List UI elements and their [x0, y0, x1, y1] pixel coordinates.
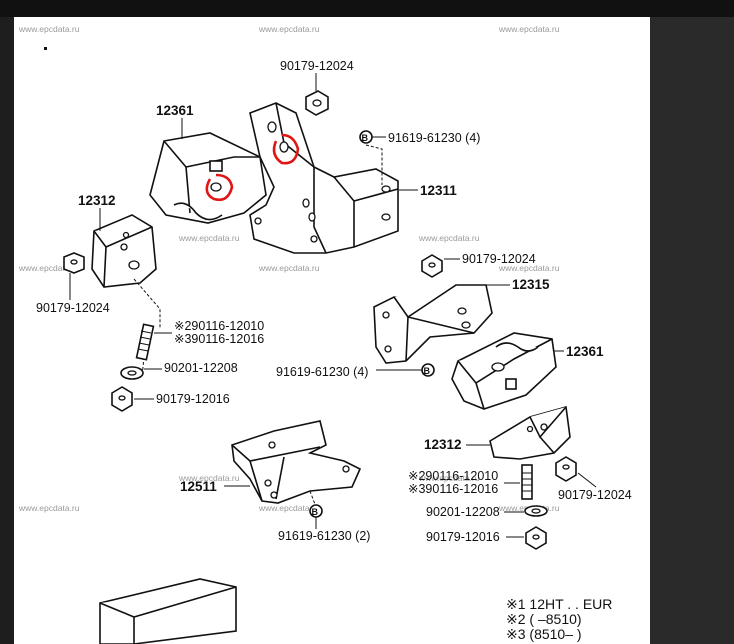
label-washer-left: 90201-12208	[164, 361, 238, 375]
watermark: www.epcdata.ru	[178, 473, 240, 483]
nut-mid-right	[421, 254, 443, 278]
washer-left	[120, 366, 144, 380]
svg-text:B: B	[362, 133, 369, 143]
legend-note-2: ※2 ( –8510)	[506, 611, 582, 627]
stud-right	[521, 464, 533, 500]
bracket-12511	[231, 420, 362, 504]
watermark: www.epcdata.ru	[18, 24, 80, 34]
label-bracket-12311: 12311	[420, 183, 457, 198]
label-bolt-mid: 91619-61230 (4)	[276, 365, 368, 379]
watermark: www.epcdata.ru	[258, 24, 320, 34]
insulator-12312-right	[489, 405, 571, 460]
engine-mount-12361-right	[451, 332, 557, 410]
label-nut-mid-right: 90179-12024	[462, 252, 536, 266]
bolt-marker-mid: B	[421, 363, 435, 377]
label-nut-right: 90179-12024	[558, 488, 632, 502]
label-bolt-bottom: 91619-61230 (2)	[278, 529, 370, 543]
label-mount-12361-right: 12361	[566, 344, 604, 359]
label-nut-right-bottom: 90179-12016	[426, 530, 500, 544]
label-stud-left-3: ※390116-12016	[174, 332, 264, 346]
watermark: www.epcdata.ru	[18, 503, 80, 513]
parts-diagram: www.epcdata.ru www.epcdata.ru www.epcdat…	[18, 24, 632, 644]
nut-top	[305, 90, 329, 116]
label-stud-right-2: ※290116-12010	[408, 469, 498, 483]
legend-note-3: ※3 (8510– )	[506, 626, 582, 642]
label-stud-left-2: ※290116-12010	[174, 319, 264, 333]
watermark: www.epcdata.ru	[498, 263, 560, 273]
label-insulator-12312-right: 12312	[424, 437, 462, 452]
watermark: www.epcdata.ru	[418, 233, 480, 243]
watermark: www.epcdata.ru	[498, 24, 560, 34]
highlight-circle-bracket	[272, 133, 300, 165]
engine-mount-12361-top	[149, 132, 267, 224]
washer-right	[524, 505, 548, 517]
bolt-marker-top: B	[359, 130, 373, 144]
svg-text:B: B	[312, 507, 319, 517]
parts-diagram-page: www.epcdata.ru www.epcdata.ru www.epcdat…	[14, 17, 650, 644]
viewer-side-panel	[650, 17, 734, 644]
legend: ※1 12HT . . EUR ※2 ( –8510) ※3 (8510– )	[506, 596, 612, 642]
label-mount-12361-top: 12361	[156, 103, 194, 118]
watermark: www.epcdata.ru	[258, 263, 320, 273]
label-nut-top: 90179-12024	[280, 59, 354, 73]
label-bracket-12511: 12511	[180, 479, 217, 494]
stray-mark	[44, 47, 47, 50]
watermark: www.epcdata.ru	[258, 503, 320, 513]
highlight-circle-mount	[205, 173, 234, 202]
label-insulator-12312-left: 12312	[78, 193, 116, 208]
nut-left	[63, 252, 85, 274]
label-washer-right: 90201-12208	[426, 505, 500, 519]
viewer-top-bar	[0, 0, 734, 17]
svg-text:B: B	[424, 366, 431, 376]
nut-left-bottom	[111, 386, 133, 412]
bracket-12315	[373, 284, 493, 364]
label-stud-right-3: ※390116-12016	[408, 482, 498, 496]
label-nut-left-bottom: 90179-12016	[156, 392, 230, 406]
partial-part-bottom	[99, 578, 237, 644]
stud-left	[135, 323, 155, 361]
bolt-marker-bottom: B	[309, 504, 323, 518]
label-nut-left: 90179-12024	[36, 301, 110, 315]
legend-note-1: ※1 12HT . . EUR	[506, 596, 612, 612]
label-bracket-12315: 12315	[512, 277, 550, 292]
watermark: www.epcdata.ru	[18, 263, 80, 273]
bracket-12311	[249, 102, 399, 254]
insulator-12312-left	[91, 214, 157, 288]
nut-right	[555, 456, 577, 482]
nut-right-bottom	[525, 526, 547, 550]
watermark: www.epcdata.ru	[418, 473, 480, 483]
watermark: www.epcdata.ru	[178, 233, 240, 243]
label-bolt-top: 91619-61230 (4)	[388, 131, 480, 145]
